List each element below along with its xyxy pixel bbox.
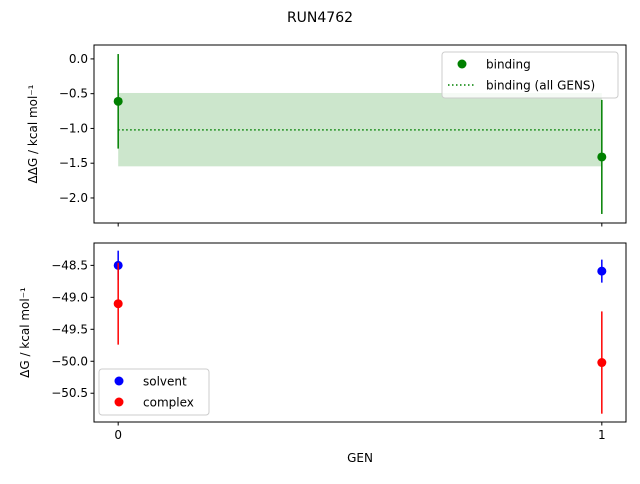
y-tick-label: 0.0 bbox=[69, 52, 88, 66]
y-tick-label: −48.5 bbox=[51, 258, 88, 272]
legend-label: complex bbox=[143, 396, 194, 410]
x-tick-label: 1 bbox=[598, 428, 606, 442]
top-panel: 0.0 −0.5 −1.0 −1.5 −2.0 ΔΔG / kcal mol⁻¹ bindi… bbox=[26, 44, 627, 227]
y-tick-label: −49.5 bbox=[51, 322, 88, 336]
data-point bbox=[597, 152, 607, 162]
data-point bbox=[113, 299, 123, 309]
y-tick-label: −2.0 bbox=[59, 191, 88, 205]
y-tick-label: −49.0 bbox=[51, 290, 88, 304]
y-tick-label: −1.5 bbox=[59, 156, 88, 170]
legend-label: solvent bbox=[143, 375, 187, 389]
legend-label: binding bbox=[486, 58, 531, 72]
x-tick-label: 0 bbox=[114, 428, 122, 442]
legend-label: binding (all GENS) bbox=[486, 79, 595, 93]
legend-box bbox=[98, 368, 210, 416]
axes-frame bbox=[93, 242, 627, 423]
data-point bbox=[597, 358, 607, 368]
legend-box bbox=[441, 51, 619, 99]
legend: binding binding (all GENS) bbox=[441, 51, 619, 99]
bottom-panel: −48.5 −49.0 −49.5 −50.0 −50.5 0 1 ΔG / kcal mol… bbox=[18, 242, 627, 465]
chart-title: RUN4762 bbox=[287, 10, 353, 26]
legend: solvent complex bbox=[98, 368, 210, 416]
x-axis-label: GEN bbox=[347, 451, 373, 465]
y-axis-label: ΔG / kcal mol⁻¹ bbox=[18, 287, 32, 378]
y-tick-label: −1.0 bbox=[59, 121, 88, 135]
y-tick-label: −50.5 bbox=[51, 386, 88, 400]
y-tick-label: −50.0 bbox=[51, 354, 88, 368]
y-tick-label: −0.5 bbox=[59, 87, 88, 101]
axes-frame bbox=[93, 44, 627, 224]
legend-marker bbox=[114, 376, 124, 386]
legend-marker bbox=[457, 59, 467, 69]
data-point bbox=[113, 96, 123, 106]
legend-marker bbox=[114, 397, 124, 407]
y-axis-label: ΔΔG / kcal mol⁻¹ bbox=[26, 84, 40, 183]
data-point bbox=[597, 266, 607, 276]
